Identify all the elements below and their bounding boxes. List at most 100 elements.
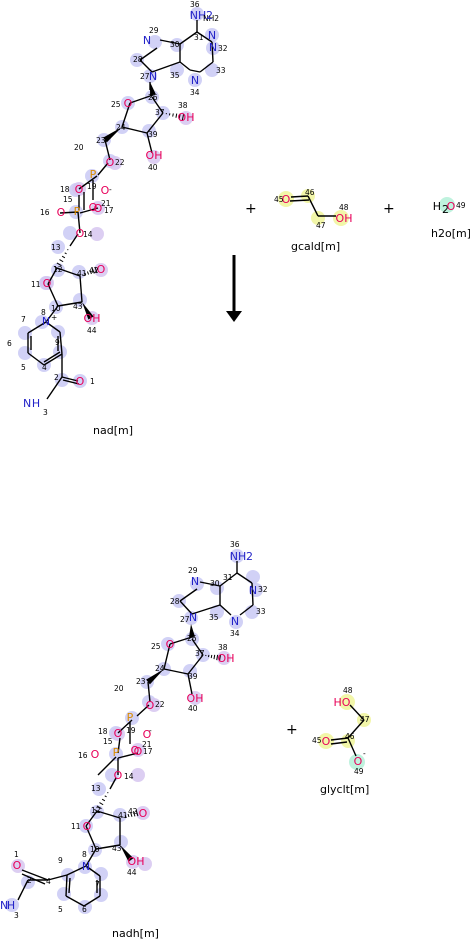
atom-highlight	[184, 611, 198, 625]
hash-bond	[132, 811, 136, 817]
atom-highlight	[130, 53, 144, 67]
atom-highlight	[92, 782, 106, 796]
text: O	[139, 807, 148, 820]
bond-line	[45, 321, 61, 333]
atom-number: 27	[140, 72, 150, 81]
atom-number: 37	[195, 649, 205, 658]
atom-highlight	[333, 210, 349, 226]
bond-line	[139, 47, 158, 61]
atom-highlight	[131, 768, 145, 782]
text: O	[83, 820, 92, 833]
atom-number: 15	[63, 195, 73, 204]
bond-line	[139, 59, 153, 73]
bond-line	[83, 895, 101, 907]
atom-number: 12	[91, 806, 101, 815]
atom-number: 38	[218, 643, 228, 652]
atom-number: 18	[98, 727, 108, 736]
bond-line	[69, 233, 79, 247]
atom-number: 25	[111, 100, 121, 109]
atom-number: 1	[90, 377, 95, 386]
bond-line	[62, 379, 80, 385]
atom-highlight	[205, 28, 219, 42]
text: O	[76, 375, 85, 388]
atom-number: 13	[91, 784, 101, 793]
bond-line	[196, 31, 213, 43]
atom-highlight	[229, 615, 243, 629]
atom-number: 35	[209, 613, 219, 622]
atom-number: 1	[14, 850, 19, 859]
bond-line	[199, 581, 221, 587]
atom-highlight	[49, 300, 63, 314]
atom-highlight	[143, 69, 157, 83]
atom-number: 28	[170, 597, 180, 606]
atom-number: 2	[54, 373, 59, 382]
bond-line	[21, 869, 49, 881]
bond-line	[211, 41, 214, 63]
atom-number: 24	[116, 123, 126, 132]
plus-sign: +	[383, 201, 395, 217]
bond-line	[236, 572, 253, 584]
atom-number: 36	[190, 0, 200, 9]
atom-number: 14	[83, 230, 93, 239]
bond-line	[17, 879, 29, 901]
text: N	[143, 34, 151, 47]
atom-label: 2	[246, 550, 253, 563]
bond-line	[330, 741, 348, 745]
hash-bond	[96, 805, 102, 810]
charge-minus: -	[109, 185, 112, 194]
bond-line	[85, 810, 98, 827]
text: OH	[187, 692, 204, 705]
atom-number: 41	[118, 811, 128, 820]
bond-line	[151, 96, 164, 114]
hash-bond	[213, 654, 216, 660]
hash-bond	[124, 815, 127, 818]
atom-highlight	[439, 197, 455, 213]
hash-bond	[216, 654, 219, 661]
hash-bond	[175, 113, 178, 118]
bond-line	[59, 211, 79, 214]
bond-line	[179, 61, 191, 71]
text: O	[114, 769, 123, 782]
atom-highlight	[35, 315, 49, 329]
text: HO	[334, 696, 351, 709]
hash-bond	[94, 266, 98, 274]
compound-name-nadh: nadh[m]	[112, 927, 159, 939]
atom-highlight	[278, 191, 294, 207]
atom-number: 44	[127, 868, 137, 877]
atom-number: 4	[46, 877, 51, 886]
bond-line	[307, 195, 319, 217]
atom-number: 48	[343, 686, 353, 695]
atom-highlight	[170, 63, 184, 77]
hash-bond	[61, 255, 66, 259]
charge-minus: -	[149, 726, 152, 735]
text: OH	[84, 312, 101, 325]
bond-line	[251, 582, 254, 606]
atom-number: 20	[74, 143, 84, 152]
hash-bond	[101, 798, 106, 802]
atom-highlight	[90, 227, 104, 241]
bond-line	[79, 275, 83, 303]
atom-number: 26	[148, 93, 158, 102]
bond-line	[199, 61, 214, 73]
atom-number: 13	[51, 243, 61, 252]
text: O	[114, 727, 123, 740]
atom-number: 49	[456, 201, 466, 210]
bond-line	[121, 102, 131, 128]
atom-highlight	[63, 226, 77, 240]
text: O	[143, 728, 152, 741]
text: O	[91, 748, 100, 761]
atom-number: 31	[223, 573, 233, 582]
text: O	[166, 638, 175, 651]
bond-line	[97, 756, 117, 776]
atom-number: 35	[170, 71, 180, 80]
bond-line	[43, 353, 63, 366]
atom-number: 9	[58, 856, 63, 865]
atom-number: 49	[354, 767, 364, 776]
atom-number: 45	[274, 195, 284, 204]
text: OH	[128, 855, 145, 868]
atom-label: N	[23, 397, 31, 410]
atom-number: 7	[21, 315, 26, 324]
text: O	[282, 193, 291, 206]
bond-line	[96, 810, 121, 819]
atom-number: 7	[95, 880, 100, 889]
